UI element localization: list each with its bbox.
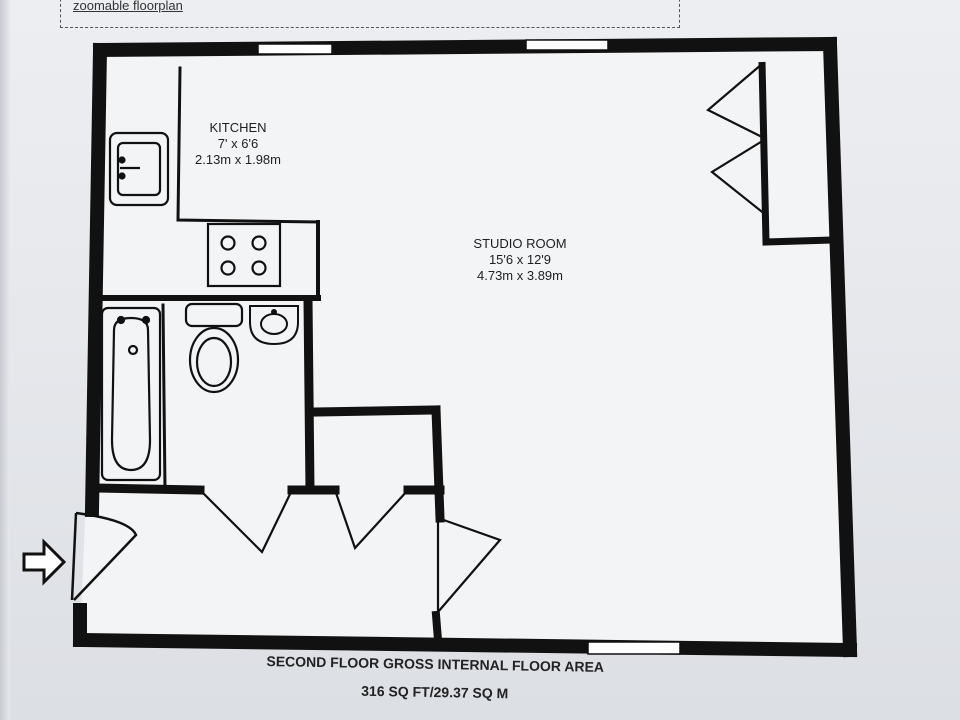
bathtub-icon (100, 306, 162, 482)
studio-metric: 4.73m x 3.89m (477, 268, 563, 283)
window-top-left (257, 43, 333, 55)
kitchen-name: KITCHEN (209, 120, 267, 135)
studio-name: STUDIO ROOM (473, 236, 567, 251)
hob-icon (206, 222, 282, 288)
studio-label: STUDIO ROOM 15'6 x 12'9 4.73m x 3.89m (450, 236, 590, 284)
window-top-right (525, 39, 609, 51)
bathroom-door (199, 489, 293, 554)
cupboard-door (333, 489, 409, 551)
kitchen-label: KITCHEN 7' x 6'6 2.13m x 1.98m (190, 120, 286, 168)
zoomable-floorplan-link[interactable]: zoomable floorplan (73, 0, 183, 13)
entrance-arrow-icon (22, 538, 67, 586)
outer-walls (72, 36, 858, 658)
floor-area-caption: SECOND FLOOR GROSS INTERNAL FLOOR AREA 3… (200, 652, 671, 704)
paper-fold (0, 0, 10, 720)
wardrobe (706, 61, 833, 246)
basin-icon (249, 305, 299, 346)
entrance-door (70, 511, 138, 601)
inner-walls (91, 66, 445, 645)
toilet-icon (184, 302, 244, 394)
kitchen-metric: 2.13m x 1.98m (195, 152, 281, 167)
floor-area (80, 44, 850, 650)
studio-door (436, 516, 502, 615)
kitchen-imperial: 7' x 6'6 (217, 136, 259, 151)
studio-imperial: 15'6 x 12'9 (488, 252, 552, 267)
top-link-box: zoomable floorplan (60, 0, 680, 28)
sink-icon (108, 131, 170, 207)
window-bottom (587, 641, 681, 655)
